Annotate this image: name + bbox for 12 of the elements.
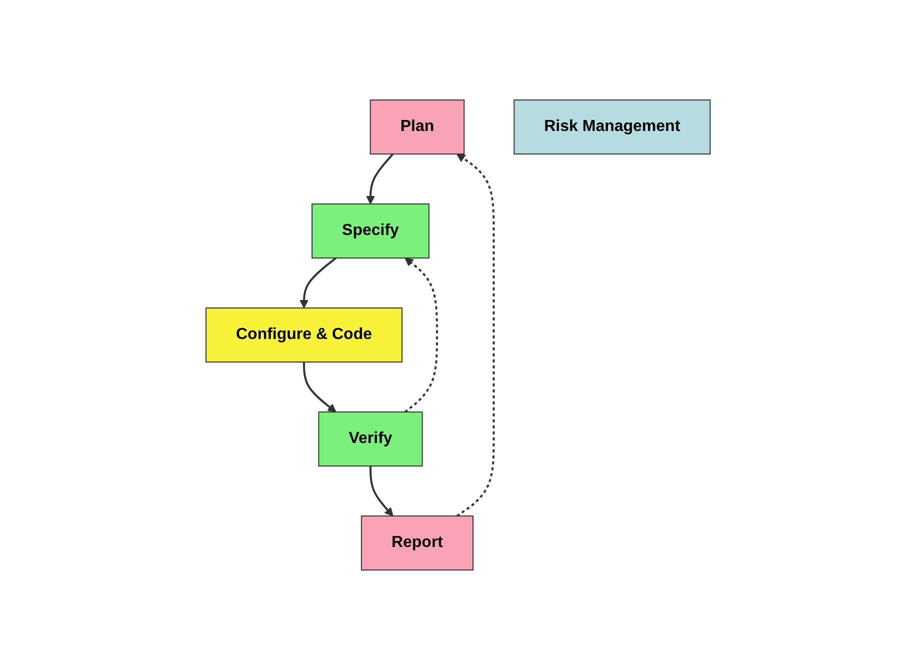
arrow	[300, 256, 336, 308]
arrow	[369, 466, 394, 516]
node-box: Plan	[370, 99, 465, 154]
node-box: Risk Management	[514, 99, 711, 154]
node-box: Configure & Code	[205, 307, 402, 362]
arrow	[456, 153, 495, 516]
arrow	[404, 257, 438, 412]
node-box: Report	[360, 514, 474, 570]
arrow	[366, 152, 394, 204]
node-box: Verify	[318, 411, 423, 466]
arrow	[302, 362, 336, 412]
node-box: Specify	[311, 203, 430, 258]
